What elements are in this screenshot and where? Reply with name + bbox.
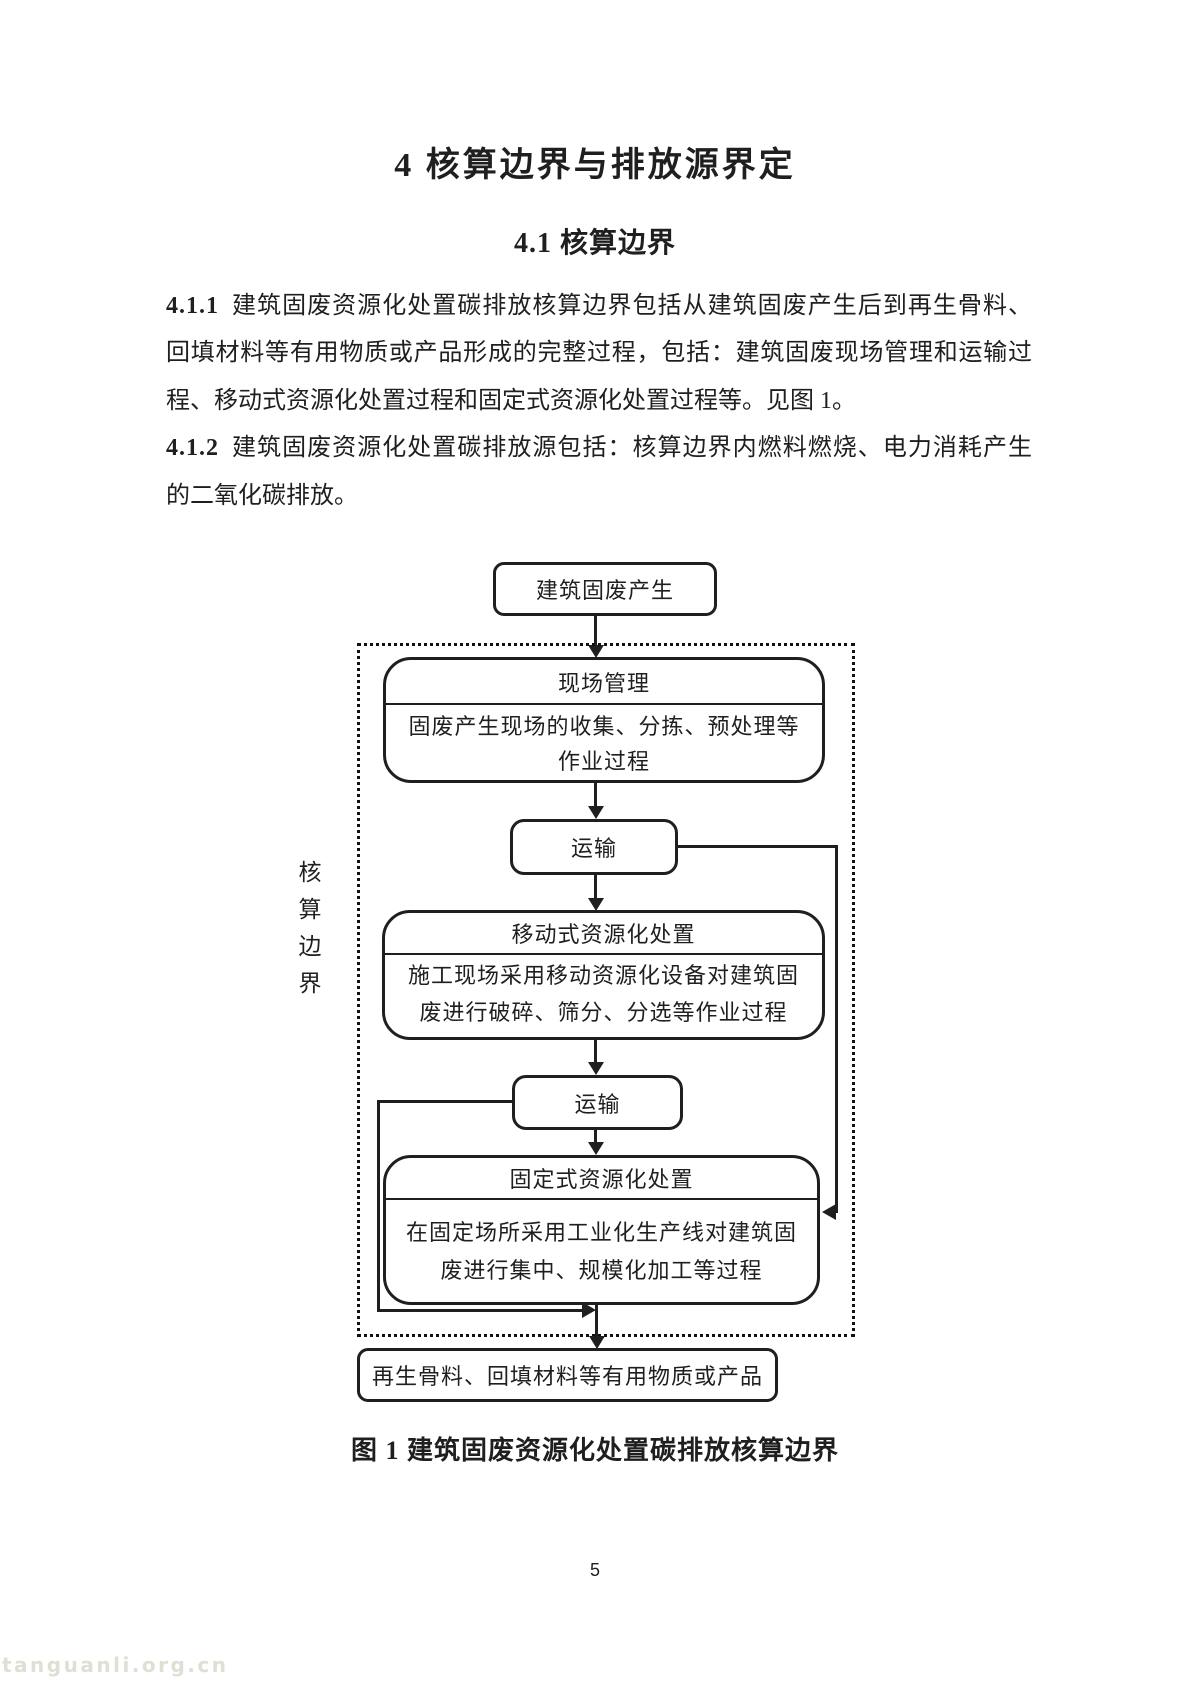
node-description: 施工现场采用移动资源化设备对建筑固 废进行破碎、筛分、分选等作业过程 [407, 963, 799, 1025]
subsection-heading: 4.1 核算边界 [513, 228, 676, 259]
flow-node-site-management: 现场管理 固废产生现场的收集、分拣、预处理等 作业过程 [383, 657, 825, 783]
flow-node-fixed-disposal: 固定式资源化处置 在固定场所采用工业化生产线对建筑固 废进行集中、规模化加工等过… [383, 1155, 820, 1305]
node-description: 在固定场所采用工业化生产线对建筑固 废进行集中、规模化加工等过程 [405, 1220, 797, 1283]
connector-line [594, 1040, 597, 1063]
accounting-boundary-box [357, 643, 855, 1337]
flow-node-transport-2: 运输 [512, 1075, 683, 1130]
paragraph-4-1-1-line: 程、移动式资源化处置过程和固定式资源化处置过程等。见图 1。 [166, 387, 856, 414]
bypass-line-left [377, 1100, 380, 1312]
connector-line [595, 1305, 598, 1337]
node-title: 固定式资源化处置 [386, 1158, 817, 1200]
paragraph-number: 4.1.1 [166, 293, 219, 319]
connector-line [594, 1130, 597, 1144]
node-description: 固废产生现场的收集、分拣、预处理等 作业过程 [408, 714, 800, 774]
arrow-down-icon [588, 898, 604, 911]
node-title: 移动式资源化处置 [385, 913, 822, 955]
figure-caption: 图 1 建筑固废资源化处置碳排放核算边界 [350, 1436, 839, 1465]
watermark: tanguanli.org.cn [2, 1653, 229, 1677]
connector-line [594, 875, 597, 900]
flow-node-mobile-disposal: 移动式资源化处置 施工现场采用移动资源化设备对建筑固 废进行破碎、筛分、分选等作… [382, 910, 825, 1040]
paragraph-4-1-1-line: 回填材料等有用物质或产品形成的完整过程，包括：建筑固废现场管理和运输过 [166, 340, 1032, 367]
arrow-right-icon [582, 1302, 596, 1318]
arrow-down-icon [588, 1142, 604, 1155]
node-title: 现场管理 [386, 660, 822, 705]
arrow-down-icon [588, 1062, 604, 1075]
arrow-down-icon [589, 1336, 605, 1349]
bypass-line-right [678, 845, 838, 848]
page-number: 5 [589, 1560, 600, 1580]
bypass-line-left [377, 1309, 583, 1312]
paragraph-number: 4.1.2 [166, 435, 219, 462]
connector-line [594, 783, 597, 808]
bypass-line-left [377, 1100, 512, 1103]
bypass-line-right [835, 845, 838, 1213]
paragraph-4-1-2-line: 的二氧化碳排放。 [166, 482, 358, 509]
flow-node-waste-generation: 建筑固废产生 [493, 562, 717, 616]
accounting-boundary-label: 核算边界 [295, 860, 320, 1008]
arrow-down-icon [588, 645, 604, 658]
flow-node-output-products: 再生骨料、回填材料等有用物质或产品 [357, 1348, 778, 1402]
connector-line [594, 616, 597, 647]
flow-node-transport-1: 运输 [510, 819, 678, 875]
section-heading: 4 核算边界与排放源界定 [394, 147, 796, 184]
arrow-down-icon [588, 806, 604, 819]
arrow-left-icon [822, 1204, 836, 1220]
